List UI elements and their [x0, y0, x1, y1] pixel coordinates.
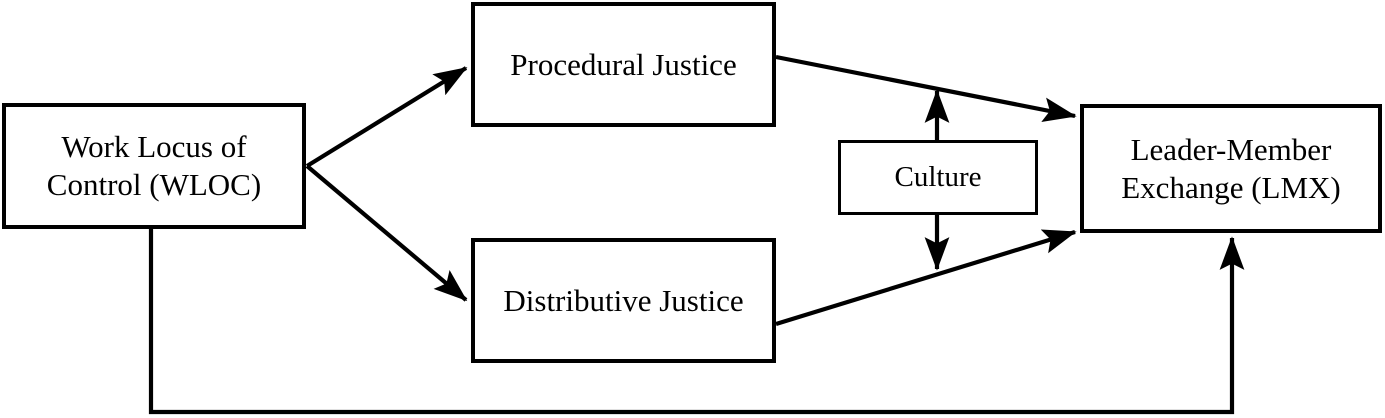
node-leader-member-exchange[interactable]: Leader-Member Exchange (LMX): [1080, 104, 1382, 233]
edge-wloc-to-lmx: [148, 229, 1245, 415]
node-label-lmx: Leader-Member Exchange (LMX): [1121, 131, 1341, 205]
node-label-wloc: Work Locus of Control (WLOC): [46, 129, 262, 202]
edge-pj-to-lmx: [775, 54, 1077, 122]
node-distributive-justice[interactable]: Distributive Justice: [471, 238, 776, 363]
node-culture[interactable]: Culture: [838, 140, 1038, 215]
node-work-locus-of-control[interactable]: Work Locus of Control (WLOC): [2, 103, 306, 229]
edge-dj-to-lmx: [775, 229, 1077, 327]
node-label-procedural-justice: Procedural Justice: [510, 46, 737, 82]
node-procedural-justice[interactable]: Procedural Justice: [471, 2, 776, 127]
edge-wloc-to-dj: [305, 164, 468, 302]
edge-wloc-to-pj: [305, 66, 468, 168]
node-label-distributive-justice: Distributive Justice: [503, 282, 744, 318]
node-label-culture: Culture: [894, 160, 982, 193]
